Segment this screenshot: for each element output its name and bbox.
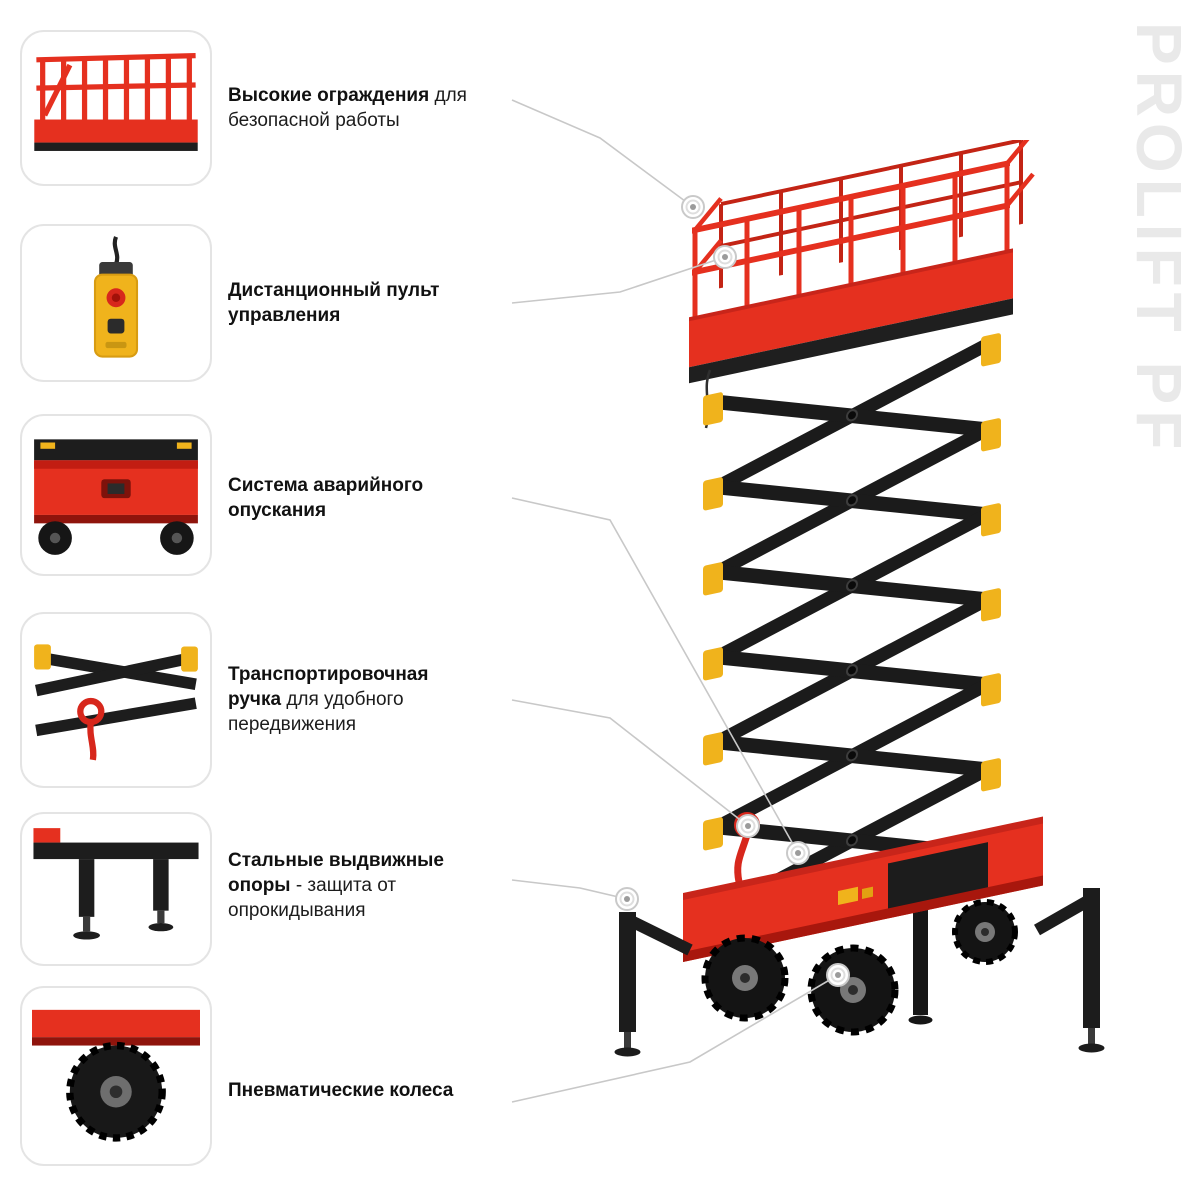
chassis <box>683 816 1043 962</box>
emergency-lowering-thumbnail-icon <box>34 439 198 555</box>
railings-thumbnail-icon <box>34 53 198 151</box>
feature-card-remote-control <box>20 224 212 382</box>
feature-description: - защита от опрокидывания <box>228 875 397 922</box>
right-outrigger <box>1034 888 1105 1053</box>
left-outrigger <box>614 912 693 1057</box>
feature-text-remote-control: Дистанционный пульт управления <box>228 278 484 328</box>
brand-watermark: PROLIFT PF <box>1123 22 1195 456</box>
feature-title: Транспортировочная ручка <box>228 664 429 711</box>
chassis-valve-box <box>838 886 858 906</box>
feature-card-transport-handle <box>20 612 212 788</box>
feature-description: для безопасной работы <box>228 85 467 132</box>
scissor-lift-illustration <box>614 140 1105 1057</box>
feature-description: для удобного передвижения <box>228 689 404 736</box>
feature-card-railings <box>20 30 212 186</box>
feature-text-outriggers: Стальные выдвижные опоры - защита от опр… <box>228 848 484 923</box>
feature-text-emergency-lowering: Система аварийного опускания <box>228 473 484 523</box>
feature-text-wheels: Пневматические колеса <box>228 1078 484 1103</box>
rear-outrigger-leg <box>908 910 933 1025</box>
feature-card-wheels <box>20 986 212 1166</box>
feature-card-emergency-lowering <box>20 414 212 576</box>
outriggers-thumbnail-icon <box>33 828 199 940</box>
feature-title: Пневматические колеса <box>228 1080 454 1101</box>
transport-handle-thumbnail-icon <box>34 644 198 761</box>
feature-title: Стальные выдвижные опоры <box>228 850 444 897</box>
platform-front-railing <box>689 140 1035 384</box>
feature-text-railings: Высокие ограждения для безопасной работы <box>228 83 484 133</box>
feature-title: Высокие ограждения <box>228 85 430 106</box>
feature-text-transport-handle: Транспортировочная ручка для удобного пе… <box>228 662 484 737</box>
wheel-thumbnail-icon <box>32 1009 200 1142</box>
feature-title: Дистанционный пульт управления <box>228 280 440 327</box>
remote-control-thumbnail-icon <box>93 236 139 358</box>
feature-card-outriggers <box>20 812 212 966</box>
feature-title: Система аварийного опускания <box>228 475 424 522</box>
